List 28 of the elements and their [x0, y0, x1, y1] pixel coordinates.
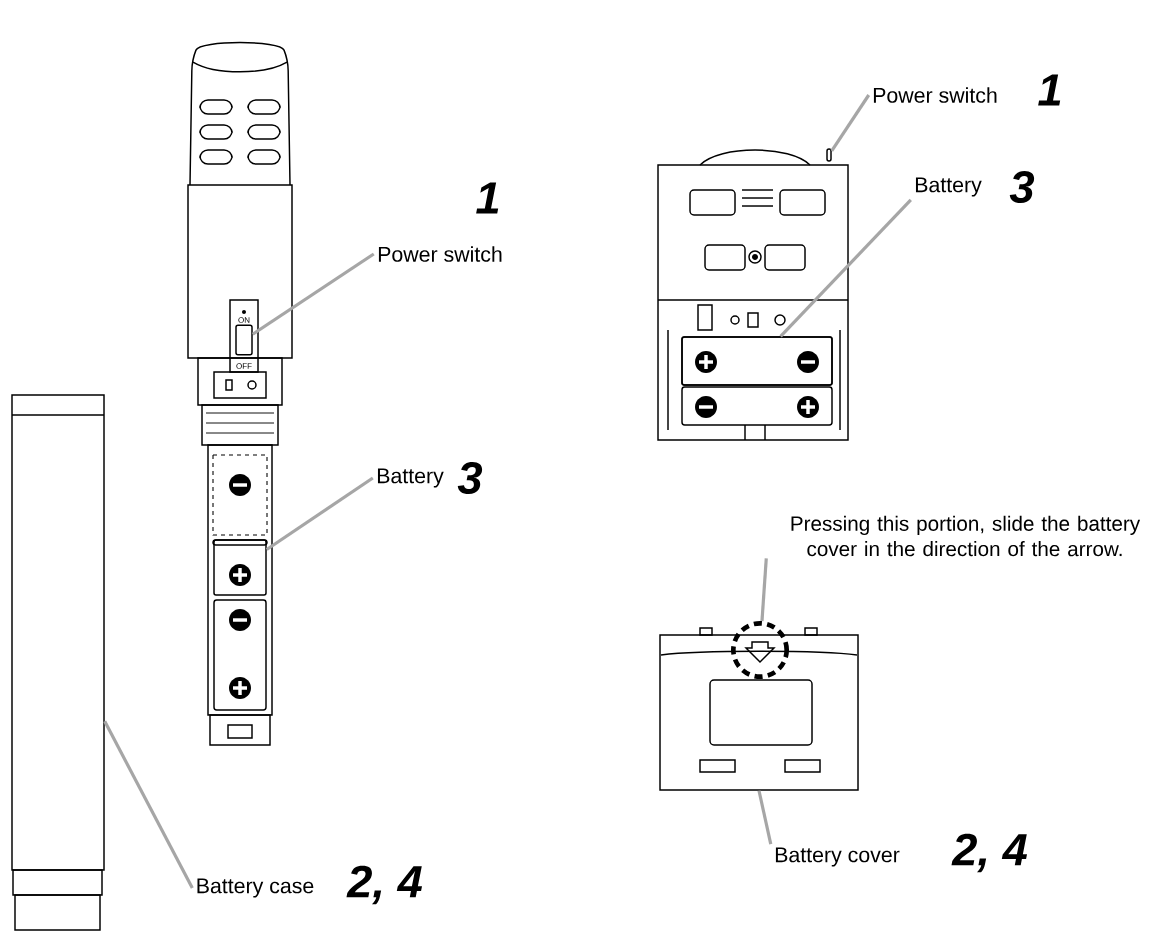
leader-line: [265, 476, 374, 551]
part-label: Battery case: [197, 878, 314, 898]
battery: [681, 336, 833, 386]
part-label: Battery: [915, 177, 982, 197]
leader-line: [760, 558, 768, 622]
part-label: Power switch: [378, 246, 502, 262]
leader-line: [757, 790, 773, 845]
step-number: 2, 4: [346, 865, 422, 905]
switch-marking: OFF: [236, 363, 252, 369]
step-number: 1: [1038, 74, 1061, 106]
step-number: 1: [476, 182, 499, 214]
battery-case-drawing: [11, 394, 105, 931]
battery-cover-drawing: [659, 627, 859, 791]
switch-slider: [235, 324, 253, 356]
leader-line: [830, 94, 871, 152]
part-label: Power switch: [873, 87, 997, 103]
switch-slider: [826, 148, 832, 162]
part-label: Battery cover: [775, 847, 900, 867]
part-label: Battery: [377, 468, 444, 488]
leader-line: [103, 720, 194, 889]
dashed-circle: [731, 621, 789, 679]
battery: [213, 539, 267, 596]
step-number: 2, 4: [951, 833, 1027, 873]
leader-line: [251, 252, 375, 336]
part-label: Pressing this portion, slide the battery cover in the direction of the arrow.: [791, 515, 1141, 557]
step-number: 3: [1009, 170, 1035, 204]
switch-marking: ON: [238, 317, 250, 323]
step-number: 3: [457, 461, 483, 495]
